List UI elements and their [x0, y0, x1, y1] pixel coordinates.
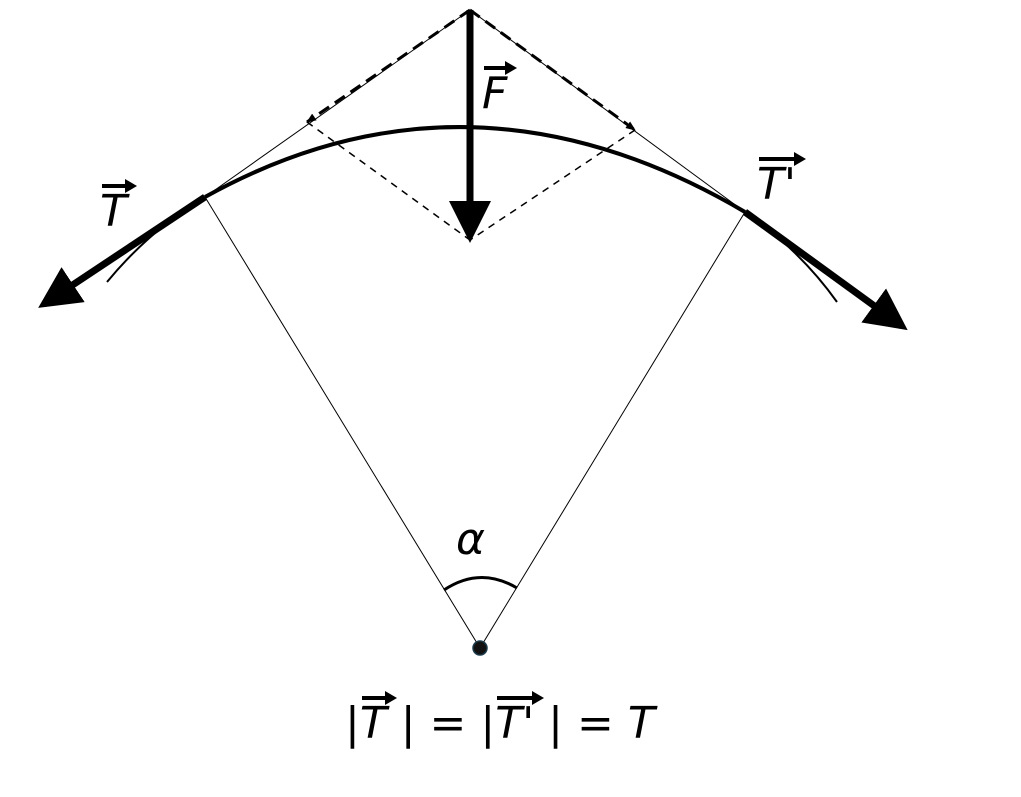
formula-bar: | — [345, 698, 360, 749]
radius-left — [204, 196, 481, 649]
formula-t-prime: T' — [495, 691, 545, 749]
tension-left-text: T — [100, 179, 137, 237]
label-tension-right: T' — [757, 152, 806, 210]
label-force: F — [482, 61, 518, 119]
formula-eq1: | = | — [386, 698, 496, 749]
angle-arc — [443, 576, 518, 592]
tangent-line-right — [469, 9, 746, 213]
tangent-line-left — [204, 9, 471, 198]
force-text: F — [482, 61, 518, 119]
parallelogram-right — [469, 129, 636, 241]
parallelogram-left — [306, 121, 471, 241]
tension-arrow-right — [742, 209, 908, 331]
tension-arrow-left — [38, 194, 207, 308]
center-point — [472, 640, 488, 656]
formula-eq2: | = — [534, 698, 628, 749]
label-angle: α — [456, 514, 486, 565]
formula-t: T — [359, 691, 397, 749]
magnitude-formula: |T | = |T' | = T — [345, 691, 655, 749]
radius-right — [479, 211, 746, 649]
component-arrow-right — [469, 8, 636, 132]
component-arrow-left — [306, 8, 471, 124]
formula-t-scalar: T — [627, 698, 655, 749]
tension-right-text: T' — [757, 152, 806, 210]
label-tension-left: T — [100, 179, 137, 237]
